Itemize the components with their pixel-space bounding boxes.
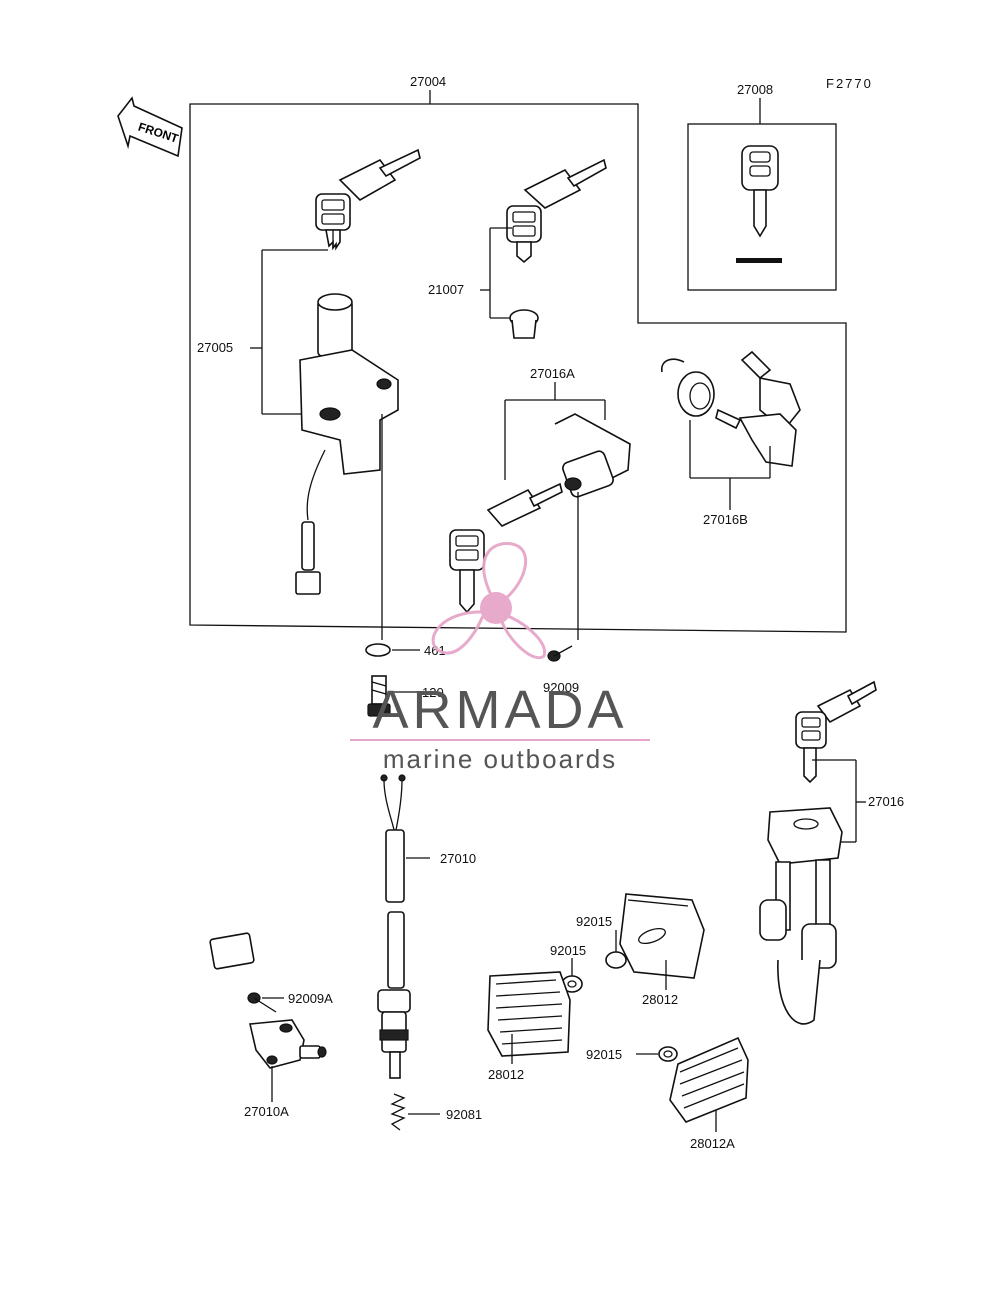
key-27008-icon bbox=[736, 145, 782, 263]
front-arrow-icon: FRONT bbox=[117, 96, 183, 158]
label-92015-middle: 92015 bbox=[550, 943, 586, 958]
label-92015-lower: 92015 bbox=[586, 1047, 622, 1062]
grommet-92015-lower-icon bbox=[658, 1046, 678, 1062]
spring-92081-icon bbox=[390, 1093, 406, 1131]
washer-461-icon bbox=[365, 643, 391, 657]
key-box-27008 bbox=[687, 123, 837, 291]
key-pair-21007-icon bbox=[506, 158, 607, 264]
assembly-27004-outline bbox=[189, 103, 847, 633]
lock-cylinder-21007-icon bbox=[509, 309, 539, 339]
label-27004: 27004 bbox=[410, 74, 446, 89]
label-92009A: 92009A bbox=[288, 991, 333, 1006]
label-461: 461 bbox=[424, 643, 446, 658]
screw-92009A-icon bbox=[247, 992, 277, 1013]
label-27016: 27016 bbox=[868, 794, 904, 809]
reflector-28012-upper-icon bbox=[619, 893, 705, 979]
label-120: 120 bbox=[422, 685, 444, 700]
label-92081: 92081 bbox=[446, 1107, 482, 1122]
bolt-120-icon bbox=[367, 675, 391, 717]
grommet-92015-upper-icon bbox=[605, 951, 627, 969]
screw-92009-icon bbox=[547, 645, 573, 662]
label-92009: 92009 bbox=[543, 680, 579, 695]
armada-watermark-logo bbox=[431, 542, 546, 660]
label-27010A: 27010A bbox=[244, 1104, 289, 1119]
label-28012-upper: 28012 bbox=[642, 992, 678, 1007]
key-pair-27005-icon bbox=[315, 148, 421, 251]
watermark-tagline: marine outboards bbox=[383, 744, 617, 774]
key-pair-27016-icon bbox=[795, 680, 877, 784]
label-21007: 21007 bbox=[428, 282, 464, 297]
reflector-28012-lower-icon bbox=[487, 971, 571, 1057]
watermark-brand: ARMADA bbox=[372, 680, 627, 740]
switch-27010-icon bbox=[377, 774, 411, 1079]
label-27010: 27010 bbox=[440, 851, 476, 866]
helmet-lock-27016-icon bbox=[759, 807, 843, 1025]
reflector-28012A-icon bbox=[669, 1036, 749, 1123]
figure-code: F2770 bbox=[826, 76, 873, 91]
helmet-lock-27016B-icon bbox=[661, 350, 801, 467]
label-28012A: 28012A bbox=[690, 1136, 735, 1151]
label-92015-upper: 92015 bbox=[576, 914, 612, 929]
label-27016A: 27016A bbox=[530, 366, 575, 381]
switch-27010A-icon bbox=[95, 905, 327, 1069]
label-28012-lower: 28012 bbox=[488, 1067, 524, 1082]
ignition-switch-27005-icon bbox=[295, 293, 399, 595]
label-27008: 27008 bbox=[737, 82, 773, 97]
label-27005: 27005 bbox=[197, 340, 233, 355]
label-27016B: 27016B bbox=[703, 512, 748, 527]
seat-lock-27016A-icon bbox=[449, 413, 631, 614]
